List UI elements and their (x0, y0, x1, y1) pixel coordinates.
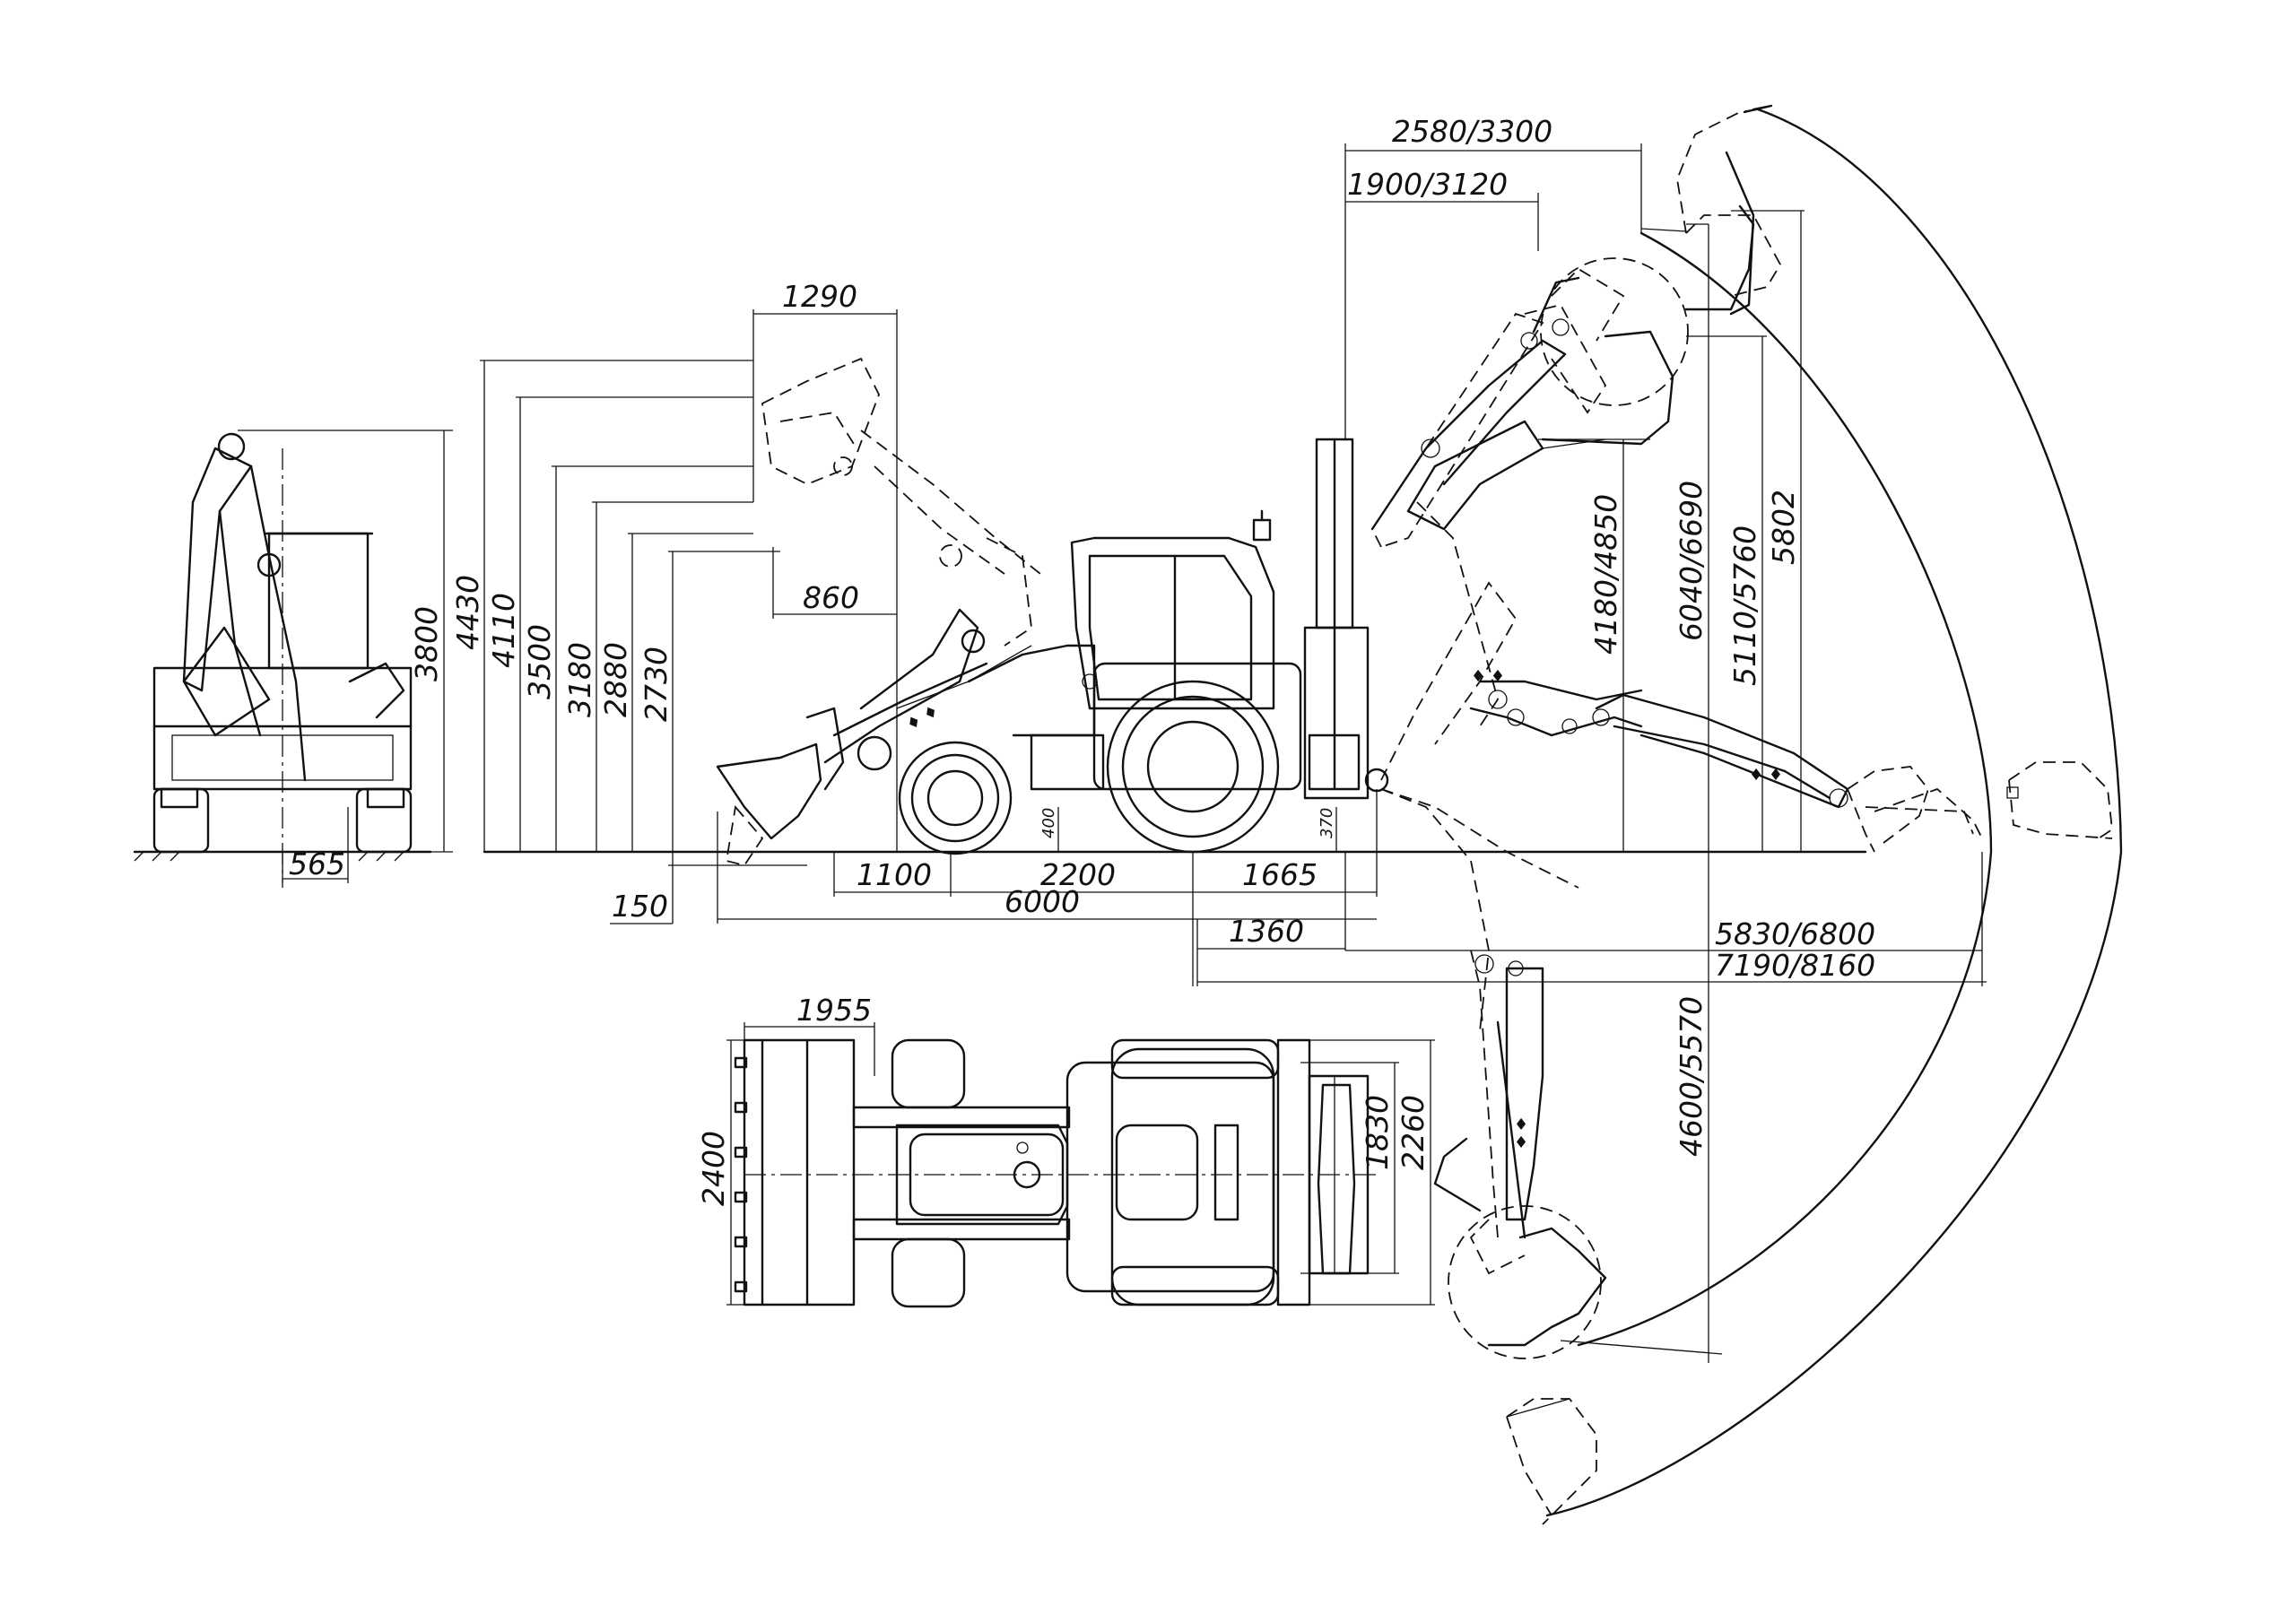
dim-1290: 1290 (782, 279, 857, 314)
dim-370: 370 (1318, 808, 1336, 838)
dim-4430: 4430 (450, 575, 485, 650)
dim-2880: 2880 (598, 642, 633, 717)
dim-rear-565: 565 (289, 846, 345, 881)
dim-1100: 1100 (857, 857, 932, 892)
dim-4180-4850: 4180/4850 (1588, 494, 1623, 655)
deep-arm-glyph: ♦ (1514, 1115, 1528, 1134)
dim-2200: 2200 (1040, 857, 1116, 892)
dim-2400: 2400 (696, 1131, 731, 1206)
dim-5830-6800: 5830/6800 (1715, 916, 1875, 951)
loader-arm-glyph: ♦ ♦ (903, 701, 942, 734)
dim-1955: 1955 (796, 993, 872, 1028)
dim-7190-8160: 7190/8160 (1715, 948, 1875, 983)
dim-150: 150 (612, 889, 668, 924)
dim-2580-3300: 2580/3300 (1392, 114, 1552, 149)
dim-4600-5570: 4600/5570 (1674, 996, 1709, 1157)
ext-arm-glyph: ♦ ♦ (1749, 766, 1783, 785)
mid-arm-glyph: ♦ ♦ (1471, 667, 1505, 686)
rear-view: 3800 565 (133, 430, 453, 888)
backhoe-envelope: 2580/3300 1900/3120 4180/4850 6040/6690 … (1196, 104, 2123, 1525)
dim-860: 860 (803, 580, 859, 615)
dim-2730: 2730 (639, 647, 674, 722)
dim-1665: 1665 (1242, 857, 1318, 892)
dim-rear-height: 3800 (409, 606, 444, 681)
dim-1900-3120: 1900/3120 (1347, 167, 1508, 202)
dim-3500: 3500 (522, 624, 557, 699)
side-view: 4430 4110 3500 3180 2880 2730 1290 860 1… (450, 279, 1867, 986)
dim-4110: 4110 (486, 593, 521, 668)
dim-5110-5760: 5110/5760 (1727, 525, 1762, 686)
dim-3180: 3180 (562, 642, 597, 717)
dim-6040-6690: 6040/6690 (1674, 481, 1709, 641)
dim-400: 400 (1039, 808, 1058, 838)
dim-5802: 5802 (1766, 490, 1801, 565)
dim-6000: 6000 (1004, 884, 1080, 919)
dim-2260: 2260 (1396, 1095, 1431, 1170)
top-view: 1955 2400 1830 (696, 993, 1435, 1308)
dim-1360: 1360 (1229, 914, 1304, 949)
dim-1830: 1830 (1360, 1095, 1395, 1170)
deep-arm-glyph-2: ♦ (1514, 1133, 1528, 1152)
